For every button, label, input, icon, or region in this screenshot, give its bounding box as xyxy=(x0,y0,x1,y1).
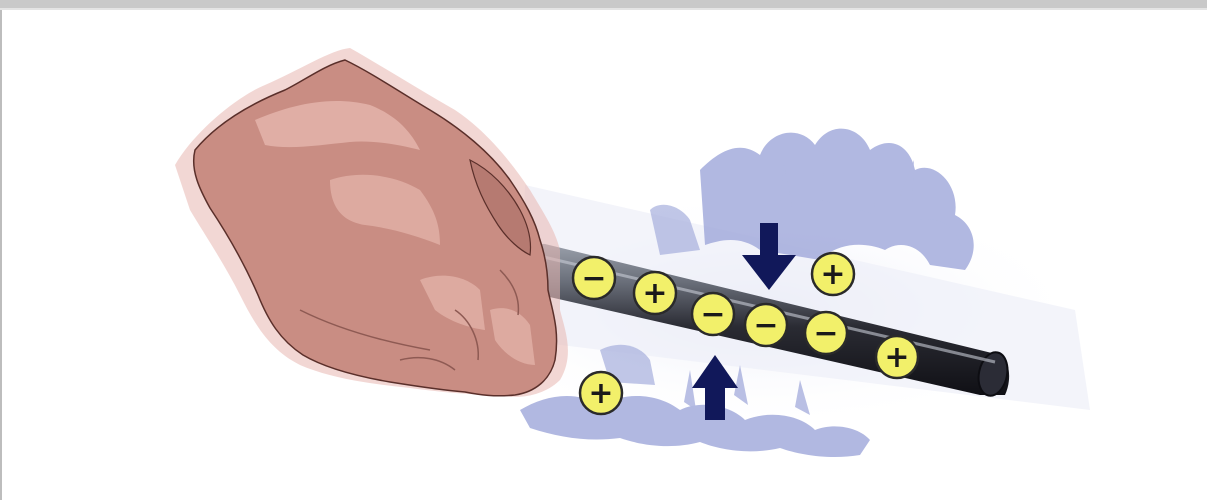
top-bar xyxy=(0,0,1207,8)
hand xyxy=(175,48,568,397)
charge-symbol: + xyxy=(820,257,845,292)
negative-charge-icon: − xyxy=(573,257,615,299)
charge-symbol: − xyxy=(581,261,606,296)
positive-charge-icon: + xyxy=(580,372,622,414)
static-electricity-illustration: −+−−−+++ xyxy=(0,10,1207,500)
positive-charge-icon: + xyxy=(876,336,918,378)
positive-charge-icon: + xyxy=(634,272,676,314)
positive-charge-icon: + xyxy=(812,253,854,295)
charge-symbol: + xyxy=(642,276,667,311)
charge-symbol: + xyxy=(884,340,909,375)
charge-symbol: − xyxy=(753,308,778,343)
negative-charge-icon: − xyxy=(805,312,847,354)
negative-charge-icon: − xyxy=(745,304,787,346)
charge-symbol: − xyxy=(813,316,838,351)
charge-symbol: − xyxy=(700,297,725,332)
negative-charge-icon: − xyxy=(692,293,734,335)
charge-symbol: + xyxy=(588,376,613,411)
